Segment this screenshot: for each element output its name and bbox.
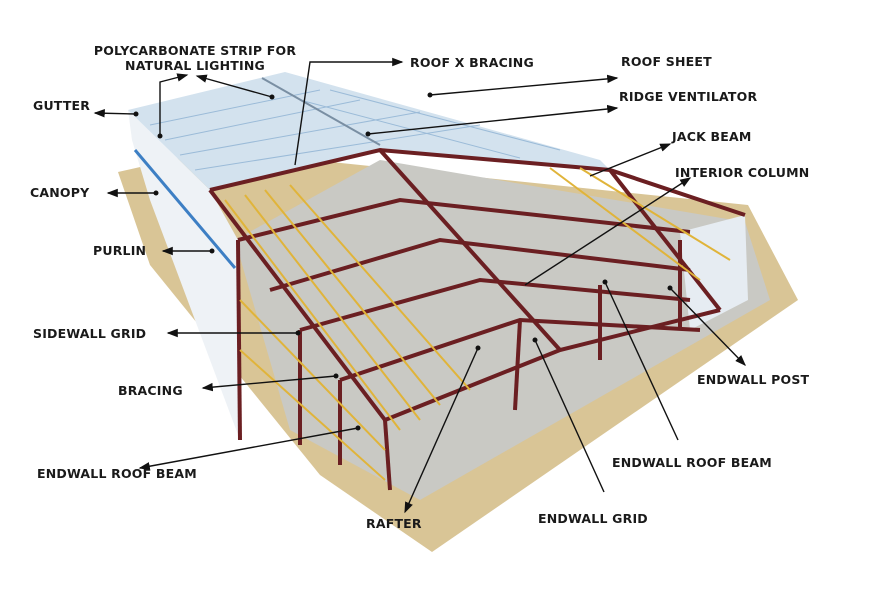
label-rafter: RAFTER [366, 516, 422, 531]
label-bracing: BRACING [118, 383, 183, 398]
label-polycarbonate-strip-2: NATURAL LIGHTING [125, 58, 265, 73]
label-endwall-post: ENDWALL POST [697, 372, 810, 387]
label-endwall-grid: ENDWALL GRID [538, 511, 648, 526]
label-gutter: GUTTER [33, 98, 90, 113]
endwall [680, 215, 748, 330]
label-polycarbonate-strip-1: POLYCARBONATE STRIP FOR [94, 43, 297, 58]
label-endwall-roof-beam-right: ENDWALL ROOF BEAM [612, 455, 772, 470]
floor-slab [235, 160, 770, 500]
label-purlin: PURLIN [93, 243, 146, 258]
leader-lines [93, 57, 746, 514]
label-endwall-roof-beam-left: ENDWALL ROOF BEAM [37, 466, 197, 481]
label-canopy: CANOPY [30, 185, 90, 200]
purlins [224, 167, 731, 481]
roof-sheet [128, 72, 610, 190]
label-roof-sheet: ROOF SHEET [621, 54, 712, 69]
label-sidewall-grid: SIDEWALL GRID [33, 326, 146, 341]
label-jack-beam: JACK BEAM [671, 129, 752, 144]
steel-frame [208, 147, 746, 491]
label-ridge-ventilator: RIDGE VENTILATOR [619, 89, 757, 104]
label-interior-column: INTERIOR COLUMN [675, 165, 809, 180]
label-roof-x-bracing: ROOF X BRACING [410, 55, 534, 70]
